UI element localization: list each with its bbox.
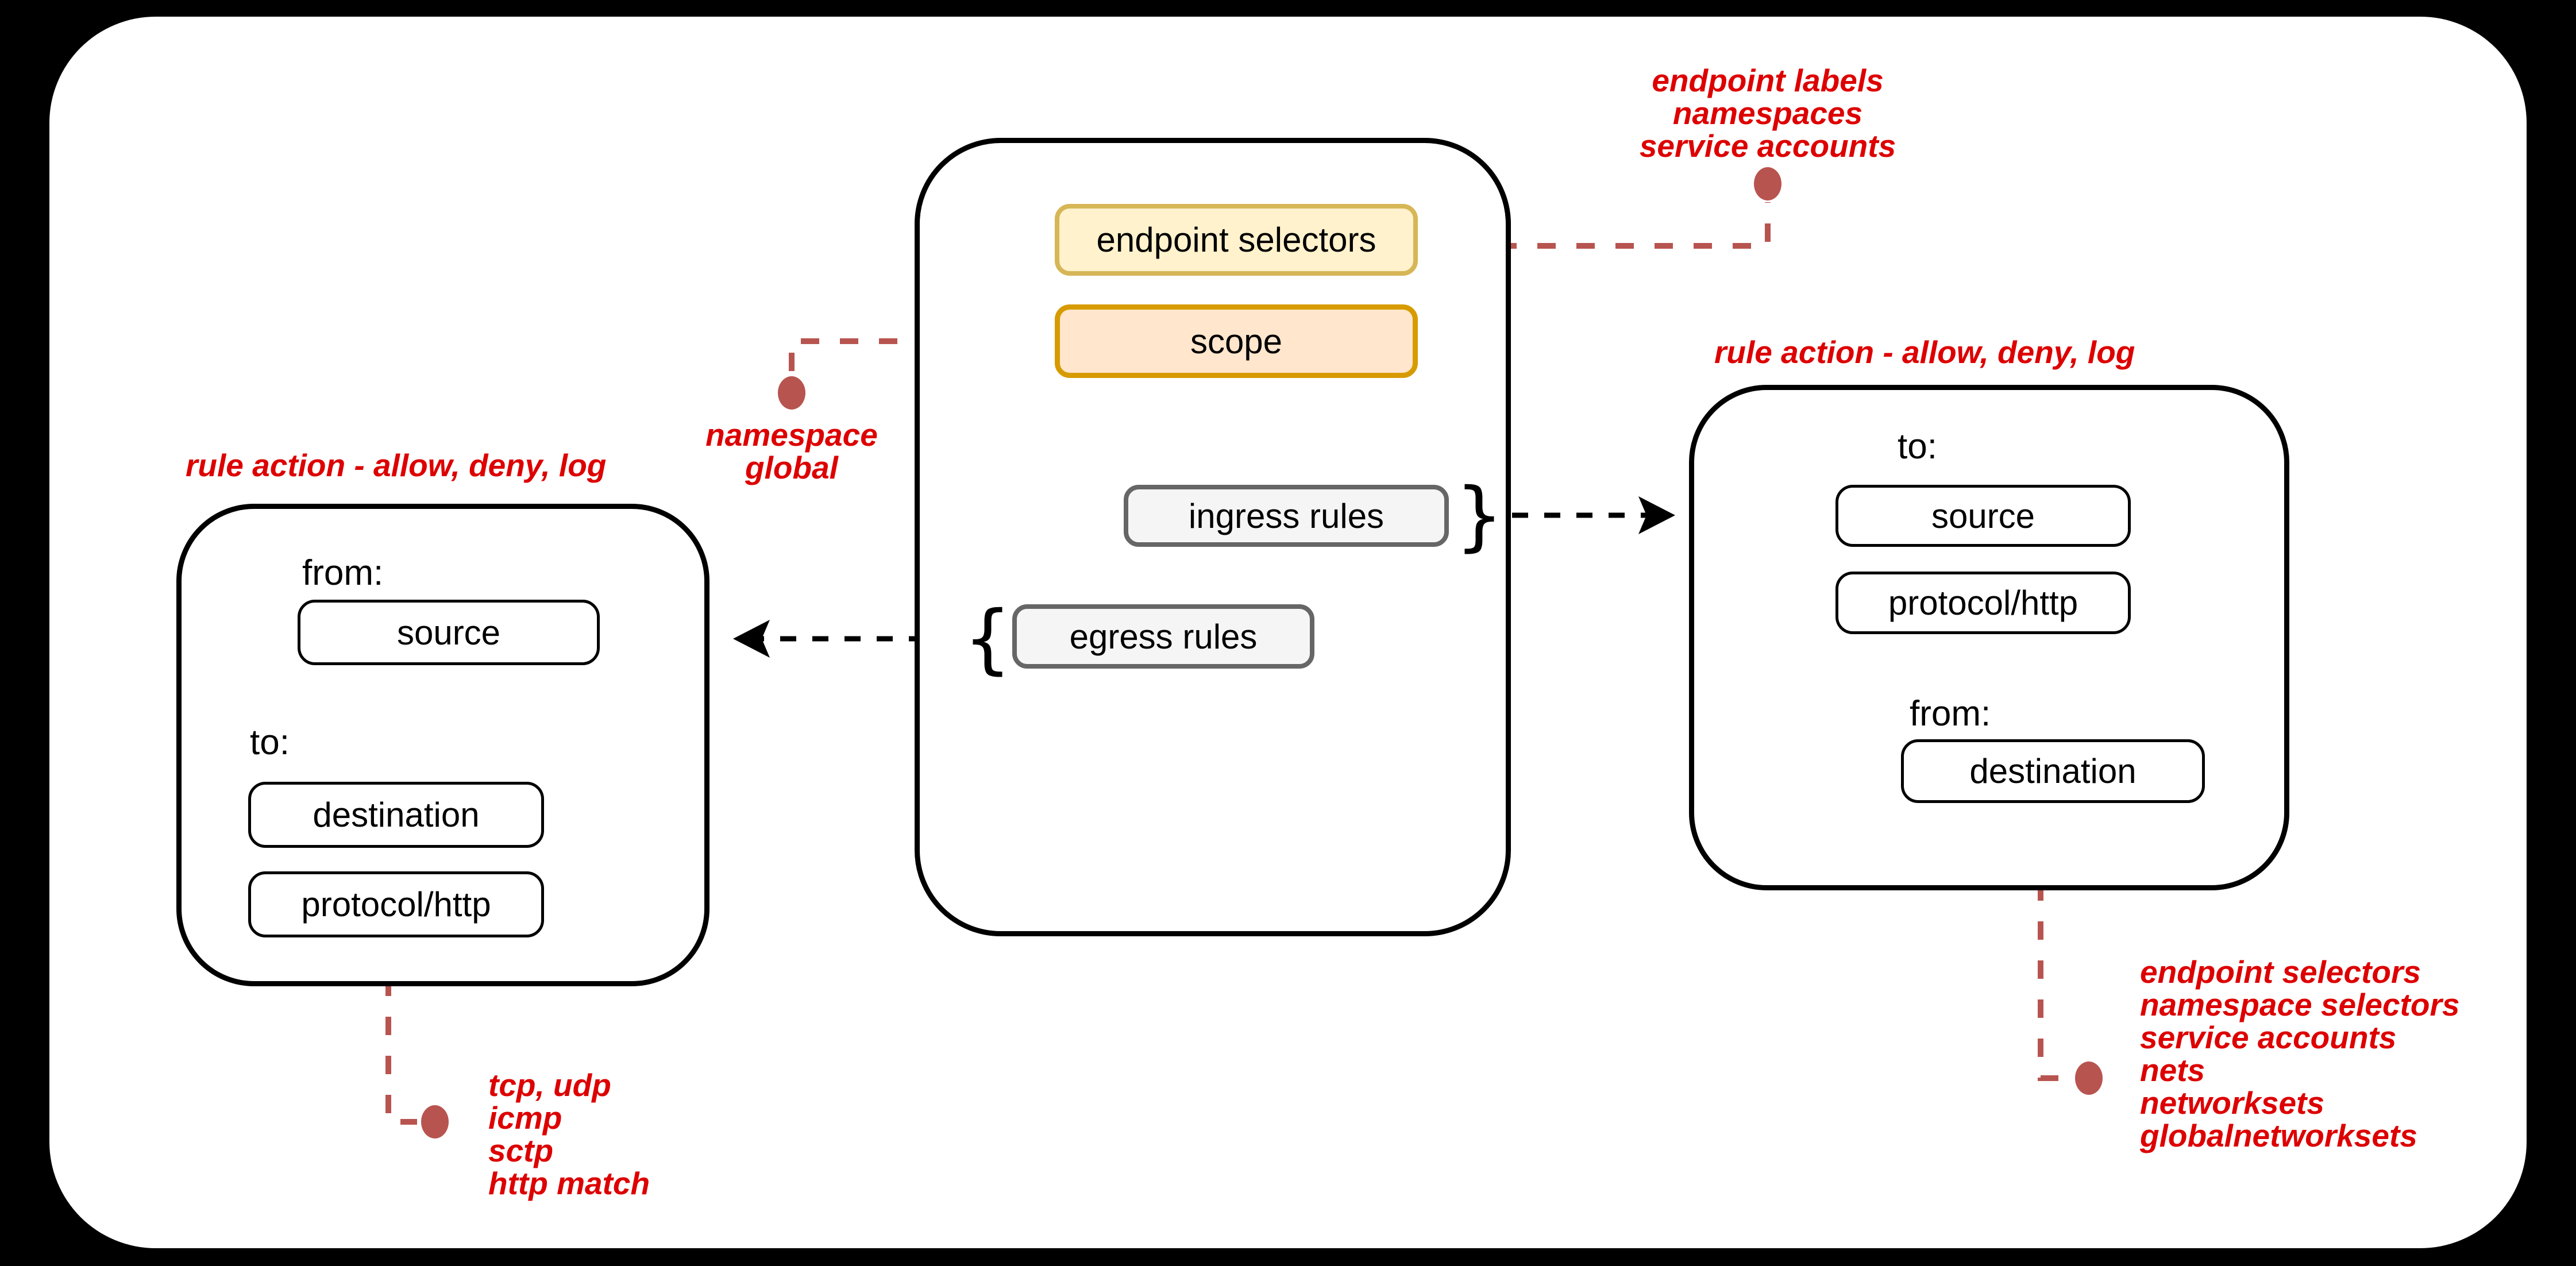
annotation-line: service accounts <box>1639 128 1896 164</box>
annotation-line: tcp, udp <box>488 1067 611 1103</box>
annotation-line: endpoint selectors <box>2140 954 2421 990</box>
ingress-source-label: source <box>1931 496 2035 535</box>
annotation-line: sctp <box>488 1133 554 1168</box>
scope-label: scope <box>1190 322 1283 361</box>
annotation-line: namespaces <box>1672 95 1863 131</box>
egress-protocol-label: protocol/http <box>301 885 491 924</box>
ingress-protocol-box: protocol/http <box>1835 572 2131 634</box>
endpoint-selectors-box: endpoint selectors <box>1055 204 1418 276</box>
annotation-line: global <box>745 450 838 485</box>
endpoint-selectors-label: endpoint selectors <box>1096 221 1376 259</box>
ingress-rules-label: ingress rules <box>1188 496 1385 535</box>
ingress-source-box: source <box>1835 485 2131 547</box>
scope-box: scope <box>1055 304 1418 378</box>
ingress-to-label: to: <box>1898 427 1937 466</box>
ingress-destination-box: destination <box>1901 739 2205 803</box>
egress-destination-box: destination <box>248 782 544 848</box>
scope-values-note: namespace global <box>677 419 907 484</box>
egress-from-label: from: <box>302 553 384 593</box>
annotation-line: namespace <box>705 417 878 453</box>
annotation-line: nets <box>2140 1052 2205 1088</box>
ingress-destination-label: destination <box>1969 752 2137 790</box>
egress-destination-label: destination <box>313 796 480 834</box>
annotation-line: icmp <box>488 1100 562 1136</box>
egress-rule-title: rule action - allow, deny, log <box>186 447 607 483</box>
ingress-protocol-label: protocol/http <box>1888 584 2078 622</box>
annotation-line: networksets <box>2140 1085 2324 1121</box>
egress-rules-label: egress rules <box>1069 617 1258 656</box>
annotation-line: namespace selectors <box>2140 987 2460 1022</box>
ingress-close-brace: } <box>1455 472 1503 560</box>
annotation-line: endpoint labels <box>1652 63 1884 98</box>
ingress-rules-box: ingress rules <box>1124 485 1449 547</box>
annotation-line: service accounts <box>2140 1020 2397 1055</box>
endpoint-selector-values-note: endpoint labels namespaces service accou… <box>1595 64 1940 163</box>
egress-to-label: to: <box>250 723 290 762</box>
annotation-line: http match <box>488 1165 650 1201</box>
annotation-line: globalnetworksets <box>2140 1118 2417 1153</box>
protocol-values-note: tcp, udp icmp sctp http match <box>488 1069 650 1200</box>
egress-open-brace: { <box>963 595 1012 683</box>
egress-source-label: source <box>396 613 501 652</box>
egress-protocol-box: protocol/http <box>248 871 544 937</box>
ingress-rule-box <box>1689 385 2289 890</box>
egress-rules-box: egress rules <box>1012 604 1314 669</box>
ingress-from-label: from: <box>1910 694 1991 734</box>
ingress-rule-title: rule action - allow, deny, log <box>1714 334 2135 370</box>
destination-values-note: endpoint selectors namespace selectors s… <box>2140 956 2459 1152</box>
egress-source-box: source <box>298 600 600 665</box>
